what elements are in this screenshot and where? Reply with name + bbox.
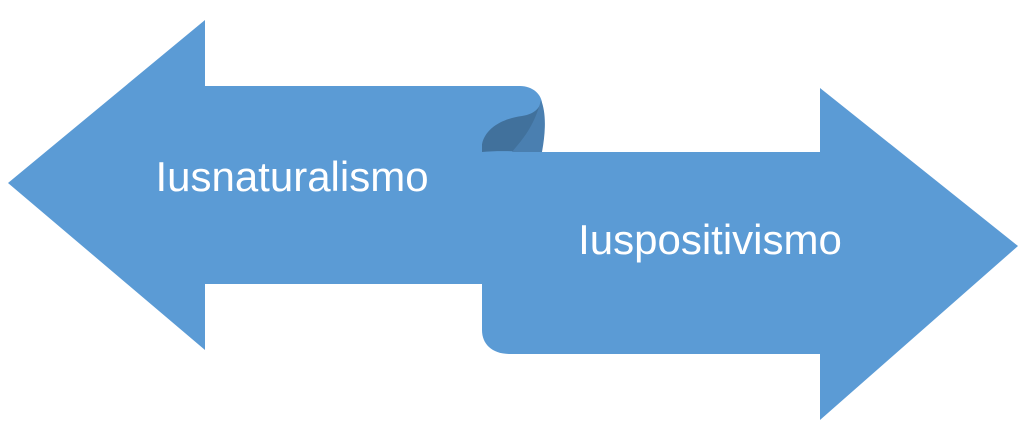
left-arrow-group: Iusnaturalismo	[8, 20, 543, 350]
ribbon-fold-shade	[512, 100, 545, 152]
right-arrow-group: Iuspositivismo	[482, 88, 1018, 420]
left-arrow-icon	[8, 20, 543, 350]
right-arrow-label: Iuspositivismo	[578, 216, 842, 263]
left-arrow-label: Iusnaturalismo	[155, 153, 428, 200]
right-arrow-icon	[482, 88, 1018, 420]
